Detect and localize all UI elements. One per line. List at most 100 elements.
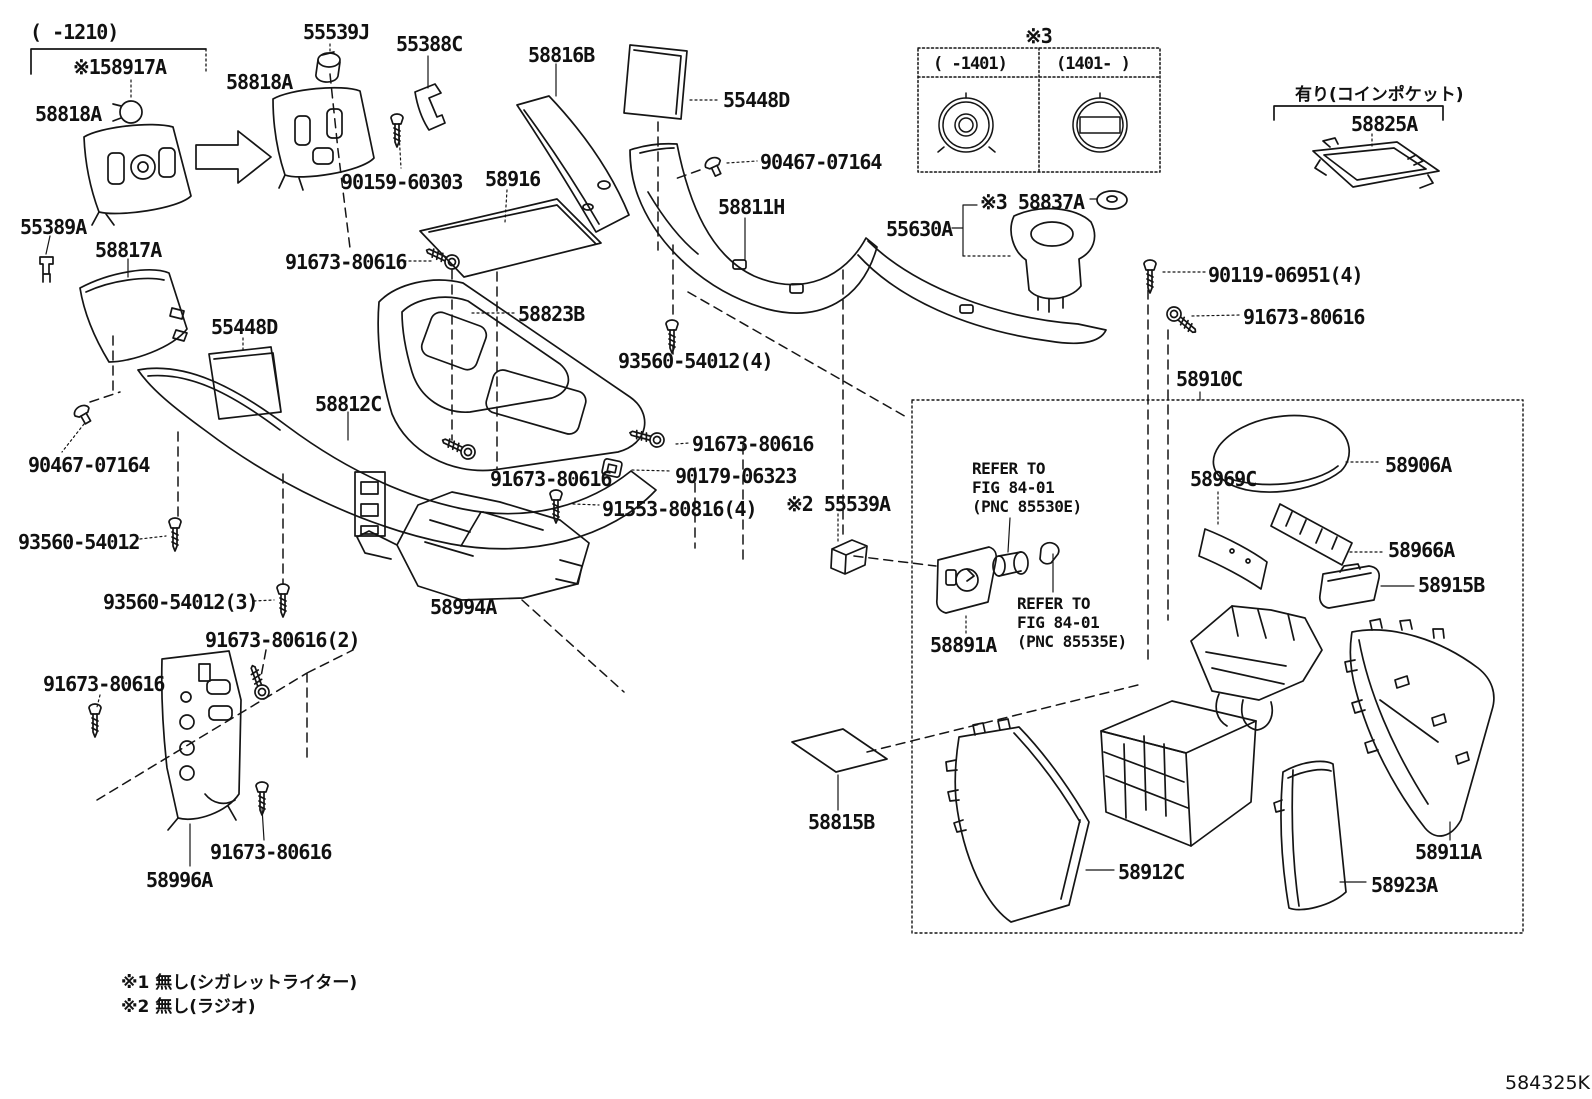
part-label-58818a-1: 58818A [35, 102, 102, 126]
knob-early-drawing [937, 92, 996, 153]
assembly-box-border [911, 399, 1524, 934]
footnote-2: ※2 無し(ラジオ) [121, 997, 256, 1017]
part-drawing-58818a-early [83, 123, 192, 226]
label-range-early: ( -1210) [30, 20, 119, 44]
part-drawing-90179-06323 [601, 458, 623, 478]
part-label-90119-06951-4: 90119-06951(4) [1208, 263, 1364, 287]
part-label-90179-06323: 90179-06323 [675, 464, 797, 488]
part-drawing-lighter-socket [992, 551, 1029, 577]
part-drawing-55448d-left [208, 346, 282, 420]
part-drawing-58815b [791, 728, 888, 773]
part-drawing-58825a [1312, 137, 1440, 189]
knob-late-drawing [1072, 92, 1128, 153]
label-leader-lines [45, 43, 1451, 883]
part-drawing-lighter-cap [1039, 541, 1060, 565]
part-label-58812c: 58812C [315, 392, 382, 416]
part-label-55448d-2: 55448D [211, 315, 278, 339]
part-label-58818a-2: 58818A [226, 70, 293, 94]
part-drawing-58818a-late [272, 86, 375, 191]
part-drawing-58916 [419, 198, 602, 278]
part-label-58917a: ※158917A [73, 55, 167, 79]
part-label-91673-80616-5: 91673-80616 [210, 840, 332, 864]
part-drawing-58816b [516, 95, 630, 233]
label-table-col-late: (1401- ) [1056, 54, 1131, 74]
part-drawing-58910c-box [1100, 700, 1257, 847]
part-label-91553-80816-4: 91553-80816(4) [602, 497, 758, 521]
part-label-58923a: 58923A [1371, 873, 1438, 897]
part-label-58811h: 58811H [718, 195, 785, 219]
part-label-58969c: 58969C [1190, 467, 1257, 491]
part-drawing-58906a [1212, 414, 1350, 493]
part-drawing-58915b [1318, 563, 1381, 609]
part-label-58915b: 58915B [1418, 573, 1485, 597]
part-label-91673-80616-6: 91673-80616 [1243, 305, 1365, 329]
part-label-58825a: 58825A [1351, 112, 1418, 136]
part-label-58910c: 58910C [1176, 367, 1243, 391]
footnote-1: ※1 無し(シガレットライター) [121, 973, 358, 993]
part-label-90467-07164-2: 90467-07164 [28, 453, 150, 477]
range-early-bracket [30, 48, 207, 75]
part-drawing-55630a [1010, 207, 1096, 313]
label-fork-55630a [951, 198, 1098, 257]
part-label-93560-54012-3: 93560-54012(3) [103, 590, 259, 614]
part-label-58912c: 58912C [1118, 860, 1185, 884]
part-label-55388c: 55388C [396, 32, 463, 56]
part-label-58816b: 58816B [528, 43, 595, 67]
part-drawing-58912c [945, 718, 1090, 923]
part-drawing-58891a [935, 546, 998, 614]
part-label-55539a: ※2 55539A [786, 492, 891, 516]
part-drawing-58969c [1198, 528, 1268, 590]
part-drawing-58996a [160, 650, 242, 831]
part-drawing-58817a [79, 269, 188, 363]
part-drawing-58837a [1096, 190, 1128, 210]
figure-code: 584325K [1505, 1072, 1590, 1094]
part-drawing-55448d-top [623, 44, 688, 120]
coin-pocket-bracket [1273, 105, 1444, 121]
part-drawing-58823b [377, 279, 646, 472]
part-drawing-55388c [414, 83, 446, 131]
part-drawing-55539a [830, 539, 868, 575]
part-label-55630a: 55630A [886, 217, 953, 241]
part-drawing-inner-frame [1190, 605, 1323, 731]
part-label-58823b: 58823B [518, 302, 585, 326]
part-label-90467-07164-1: 90467-07164 [760, 150, 882, 174]
part-label-91673-80616-3: 91673-80616 [490, 467, 612, 491]
variant-table [917, 47, 1161, 173]
label-table-marker: ※3 [1025, 24, 1053, 48]
part-label-58916: 58916 [485, 167, 541, 191]
refer-note-85535e: REFER TO FIG 84-01 (PNC 85535E) [1017, 594, 1127, 652]
part-label-91673-80616-x2: 91673-80616(2) [205, 628, 361, 652]
part-label-58817a: 58817A [95, 238, 162, 262]
part-label-91673-80616-1: 91673-80616 [285, 250, 407, 274]
part-label-91673-80616-2: 91673-80616 [692, 432, 814, 456]
part-drawing-58966a [1270, 503, 1353, 566]
part-label-58837a: ※3 58837A [980, 190, 1085, 214]
part-label-58911a: 58911A [1415, 840, 1482, 864]
part-label-58994a: 58994A [430, 595, 497, 619]
arrow-icon [195, 130, 272, 184]
part-drawing-55389a [39, 256, 54, 283]
part-label-58906a: 58906A [1385, 453, 1452, 477]
part-label-55448d-1: 55448D [723, 88, 790, 112]
part-drawing-55539j [315, 51, 341, 83]
part-drawing-58917a-knob [112, 100, 143, 124]
part-drawing-58923a [1273, 760, 1347, 911]
part-label-58966a: 58966A [1388, 538, 1455, 562]
label-coin-pocket: 有り(コインポケット) [1295, 85, 1464, 105]
part-label-58996a: 58996A [146, 868, 213, 892]
label-table-col-early: ( -1401) [933, 54, 1008, 74]
part-drawing-58811h [629, 142, 1107, 345]
part-label-55389a: 55389A [20, 215, 87, 239]
part-label-91673-80616-4: 91673-80616 [43, 672, 165, 696]
assembly-dashed-lines [89, 73, 1169, 801]
part-label-58891a: 58891A [930, 633, 997, 657]
part-drawing-58911a [1344, 618, 1495, 837]
part-drawing-58994a [356, 491, 590, 601]
part-drawing-58812c [137, 367, 657, 550]
refer-note-85530e: REFER TO FIG 84-01 (PNC 85530E) [972, 459, 1082, 517]
part-label-55539j: 55539J [303, 20, 370, 44]
part-label-93560-54012-4: 93560-54012(4) [618, 349, 774, 373]
part-label-58815b: 58815B [808, 810, 875, 834]
